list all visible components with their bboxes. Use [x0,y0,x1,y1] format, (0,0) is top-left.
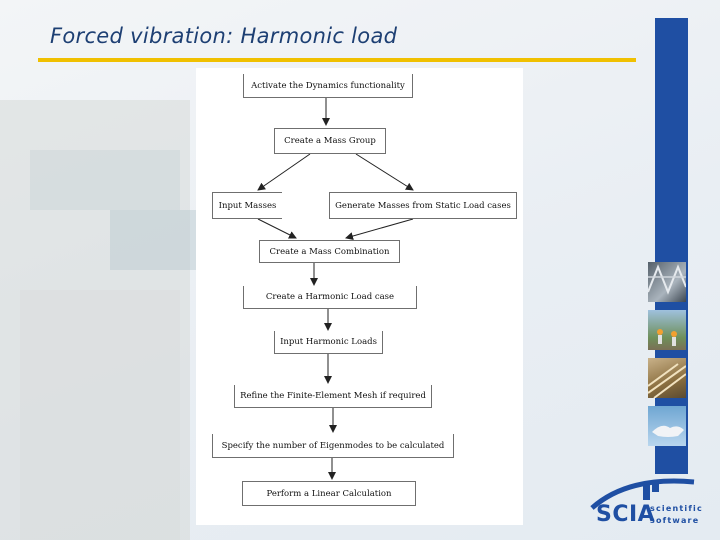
flow-node-create-harmonic-load-case: Create a Harmonic Load case [243,286,417,309]
flowchart-panel: Activate the Dynamics functionality Crea… [196,68,523,525]
handshake-photo-icon [648,406,686,446]
flow-node-create-mass-combination: Create a Mass Combination [259,240,400,263]
flow-node-linear-calculation: Perform a Linear Calculation [242,481,416,506]
scia-logo-text: SCIA [596,502,655,527]
flow-node-input-masses: Input Masses [212,192,282,219]
flow-node-generate-masses: Generate Masses from Static Load cases [329,192,517,219]
logo-tagline-scientific: scientific [650,504,703,513]
flow-node-create-mass-group: Create a Mass Group [274,128,386,154]
flow-node-specify-eigenmodes: Specify the number of Eigenmodes to be c… [212,434,454,458]
logo-tagline-software: software [650,516,699,525]
steel-truss-photo-icon [648,262,686,302]
flow-node-activate-dynamics: Activate the Dynamics functionality [243,74,413,98]
flow-node-refine-mesh: Refine the Finite-Element Mesh if requir… [234,385,432,408]
roof-structure-photo-icon [648,358,686,398]
workers-photo-icon [648,310,686,350]
flow-node-input-harmonic-loads: Input Harmonic Loads [274,331,383,354]
slide-title: Forced vibration: Harmonic load [50,24,397,48]
title-underline [38,58,636,62]
